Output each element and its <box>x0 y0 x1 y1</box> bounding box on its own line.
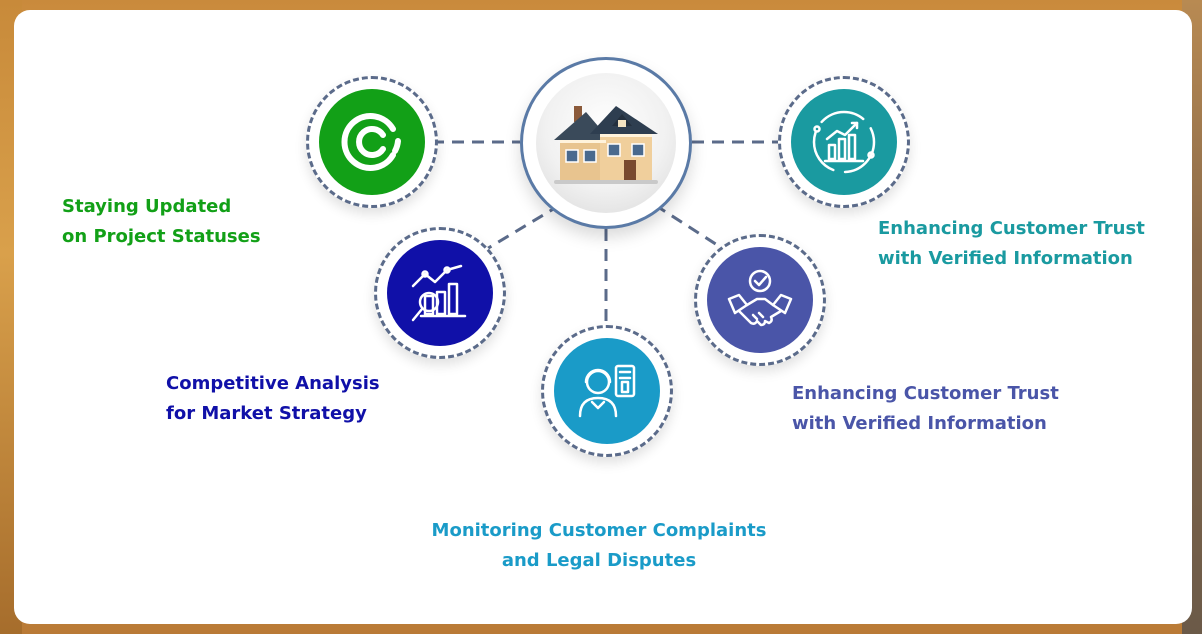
status-node-inner <box>319 89 425 195</box>
customer-support-icon <box>578 364 636 418</box>
trust-top-node-inner <box>791 89 897 195</box>
label-handshake-line2: with Verified Information <box>792 413 1047 434</box>
chart-magnifier-icon <box>411 264 467 322</box>
handshake-node-inner <box>707 247 813 353</box>
analysis-node <box>374 227 506 359</box>
label-complaints: Monitoring Customer Complaints and Legal… <box>400 516 798 576</box>
label-complaints-line1: Monitoring Customer Complaints <box>431 520 767 541</box>
label-status-line1: Staying Updated <box>62 196 232 217</box>
trust-top-node <box>778 76 910 208</box>
label-trust-top: Enhancing Customer Trust with Verified I… <box>878 214 1145 274</box>
label-trust-top-line1: Enhancing Customer Trust <box>878 218 1145 239</box>
label-complaints-line2: and Legal Disputes <box>501 550 697 571</box>
center-house-inner <box>536 73 676 213</box>
handshake-node <box>694 234 826 366</box>
label-analysis-line1: Competitive Analysis <box>166 373 380 394</box>
complaints-node-inner <box>554 338 660 444</box>
house-icon <box>554 106 658 184</box>
label-trust-top-line2: with Verified Information <box>878 248 1133 269</box>
label-analysis: Competitive Analysis for Market Strategy <box>166 369 380 429</box>
complaints-node <box>541 325 673 457</box>
analysis-node-inner <box>387 240 493 346</box>
center-house-node <box>520 57 692 229</box>
label-analysis-line2: for Market Strategy <box>166 403 367 424</box>
status-node <box>306 76 438 208</box>
label-status-line2: on Project Statuses <box>62 226 261 247</box>
label-handshake: Enhancing Customer Trust with Verified I… <box>792 379 1059 439</box>
c-logo-icon <box>341 113 401 171</box>
chart-radar-icon <box>812 110 876 174</box>
handshake-icon <box>727 269 793 327</box>
label-handshake-line1: Enhancing Customer Trust <box>792 383 1059 404</box>
label-status: Staying Updated on Project Statuses <box>62 192 261 252</box>
